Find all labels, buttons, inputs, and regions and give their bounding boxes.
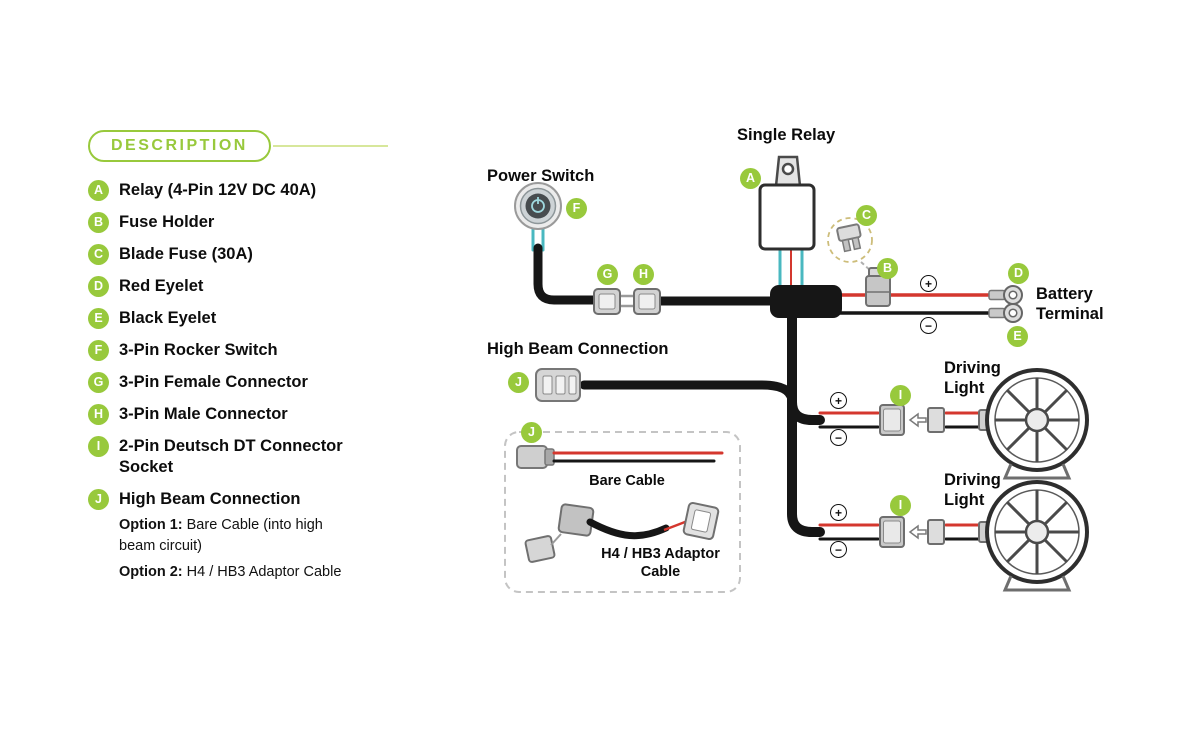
badge-relay: A <box>740 168 761 189</box>
legend-item-female-connector: G 3-Pin Female Connector <box>88 372 388 393</box>
badge-black-eyelet: E <box>1007 326 1028 347</box>
badge-high-beam: J <box>508 372 529 393</box>
driving-light-2-label: Driving Light <box>944 471 1001 510</box>
high-beam-label: High Beam Connection <box>487 340 669 358</box>
legend-badge-j: J <box>88 489 109 510</box>
legend-item-label: 2-Pin Deutsch DT Connector Socket <box>119 437 343 476</box>
bare-cable-icon <box>516 445 724 469</box>
legend-item-label: 3-Pin Rocker Switch <box>119 341 278 359</box>
badge-fuse-holder: B <box>877 258 898 279</box>
options-box <box>504 431 741 593</box>
red-eyelet-icon <box>988 285 1023 305</box>
h4-adaptor-icon <box>524 501 720 563</box>
legend-item-male-connector: H 3-Pin Male Connector <box>88 404 388 425</box>
light1-plus-sign: + <box>830 392 847 409</box>
legend-badge-a: A <box>88 180 109 201</box>
legend-item-deutsch-socket: I 2-Pin Deutsch DT Connector Socket <box>88 436 388 478</box>
legend-badge-c: C <box>88 244 109 265</box>
legend-item-label: Blade Fuse (30A) <box>119 245 253 263</box>
deutsch-connector-1-icon <box>879 404 945 436</box>
legend-item-label: Black Eyelet <box>119 309 217 327</box>
badge-options-box: J <box>521 422 542 443</box>
light2-minus-sign: − <box>830 541 847 558</box>
legend-item-fuse-holder: B Fuse Holder <box>88 212 388 233</box>
male-connector-icon <box>633 288 661 315</box>
legend-item-rocker-switch: F 3-Pin Rocker Switch <box>88 340 388 361</box>
light1-minus-sign: − <box>830 429 847 446</box>
legend-option-1-prefix: Option 1: <box>119 517 183 533</box>
legend-badge-h: H <box>88 404 109 425</box>
female-connector-icon <box>593 288 621 315</box>
legend-badge-d: D <box>88 276 109 297</box>
legend-item-red-eyelet: D Red Eyelet <box>88 276 388 297</box>
legend-item-label: High Beam Connection <box>119 490 301 508</box>
black-eyelet-icon <box>988 303 1023 323</box>
high-beam-connector-icon <box>535 368 581 402</box>
badge-rocker-switch: F <box>566 198 587 219</box>
legend-item-label: Relay (4-Pin 12V DC 40A) <box>119 181 317 199</box>
power-switch-label: Power Switch <box>487 167 595 185</box>
driving-light-1-label: Driving Light <box>944 359 1001 398</box>
badge-light2-connector: I <box>890 495 911 516</box>
power-switch-icon <box>514 182 562 230</box>
badge-red-eyelet: D <box>1008 263 1029 284</box>
badge-light1-connector: I <box>890 385 911 406</box>
legend-item-label: 3-Pin Female Connector <box>119 373 308 391</box>
legend-items: A Relay (4-Pin 12V DC 40A) B Fuse Holder… <box>88 180 388 583</box>
legend-item-label: 3-Pin Male Connector <box>119 405 288 423</box>
legend-option-2-prefix: Option 2: <box>119 564 183 581</box>
battery-plus-sign: + <box>920 275 937 292</box>
harness-wires <box>531 226 994 541</box>
bare-cable-label: Bare Cable <box>589 473 665 489</box>
badge-female-connector: G <box>597 264 618 285</box>
legend-option-2: Option 2:H4 / HB3 Adaptor Cable <box>119 562 351 583</box>
legend-badge-e: E <box>88 308 109 329</box>
deutsch-connector-2-icon <box>879 516 945 548</box>
battery-minus-sign: − <box>920 317 937 334</box>
fuse-holder-icon <box>865 267 891 307</box>
legend-badge-i: I <box>88 436 109 457</box>
legend-item-relay: A Relay (4-Pin 12V DC 40A) <box>88 180 388 201</box>
badge-blade-fuse: C <box>856 205 877 226</box>
legend-badge-g: G <box>88 372 109 393</box>
legend-title: DESCRIPTION <box>88 130 271 162</box>
adaptor-cable-label: H4 / HB3 Adaptor Cable <box>601 546 720 580</box>
harness-junction <box>770 285 842 318</box>
legend-option-1: Option 1:Bare Cable (into high beam circ… <box>119 515 351 557</box>
badge-male-connector: H <box>633 264 654 285</box>
legend-title-underline <box>272 145 388 147</box>
battery-terminal-label: Battery Terminal <box>1036 285 1104 324</box>
light2-plus-sign: + <box>830 504 847 521</box>
legend-panel: DESCRIPTION A Relay (4-Pin 12V DC 40A) B… <box>88 130 388 583</box>
relay-icon <box>758 155 816 251</box>
legend-item-blade-fuse: C Blade Fuse (30A) <box>88 244 388 265</box>
legend-badge-f: F <box>88 340 109 361</box>
legend-item-label: Fuse Holder <box>119 213 215 231</box>
blade-fuse-icon <box>827 217 873 272</box>
legend-badge-b: B <box>88 212 109 233</box>
legend-option-1-text: Bare Cable (into high beam circuit) <box>119 517 323 555</box>
single-relay-label: Single Relay <box>737 126 836 144</box>
legend-item-black-eyelet: E Black Eyelet <box>88 308 388 329</box>
legend-item-high-beam: J High Beam Connection Option 1:Bare Cab… <box>88 489 388 583</box>
legend-option-2-text: H4 / HB3 Adaptor Cable <box>186 564 342 581</box>
legend-item-label: Red Eyelet <box>119 277 204 295</box>
